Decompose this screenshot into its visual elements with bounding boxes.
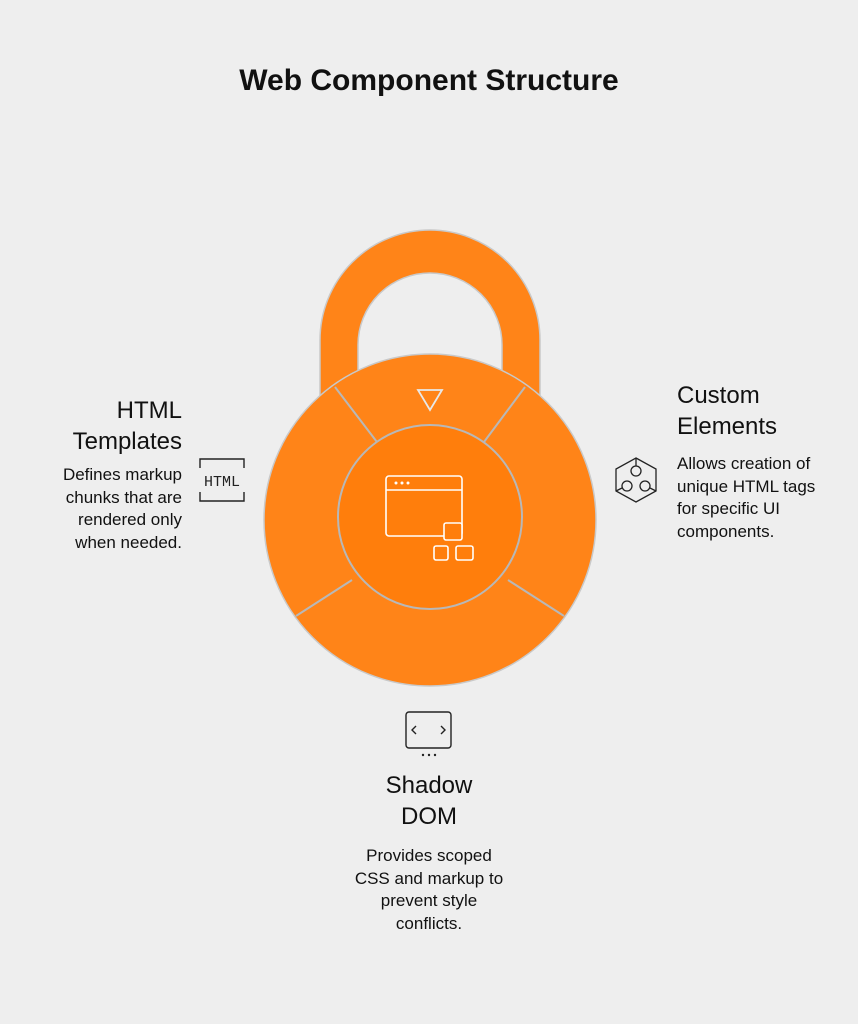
html-tag-icon-text: HTML [204, 474, 240, 491]
diagram-title: Web Component Structure [239, 64, 619, 97]
html-templates-description: Defines markup chunks that are rendered … [62, 465, 182, 552]
lock-shackle [319, 229, 541, 396]
triangle-down-icon [416, 389, 444, 412]
custom-elements-description: Allows creation of unique HTML tags for … [677, 454, 816, 541]
code-window-icon [405, 711, 452, 749]
shadow-dom-heading: Shadow DOM [385, 772, 473, 830]
html-templates-heading: HTML Templates [72, 397, 182, 455]
html-tag-icon [199, 458, 245, 502]
segment-divider [480, 386, 526, 447]
lock-inner-circle [337, 424, 523, 610]
window-dots [394, 481, 410, 485]
hexagon-components-icon [615, 457, 657, 503]
segment-divider [295, 579, 353, 617]
custom-elements-heading: Custom Elements [677, 382, 778, 440]
browser-window-icon [385, 475, 474, 561]
segment-divider [507, 579, 565, 617]
segment-divider [334, 386, 381, 447]
code-window-dots [421, 753, 437, 757]
shadow-dom-description: Provides scoped CSS and markup to preven… [354, 846, 504, 933]
